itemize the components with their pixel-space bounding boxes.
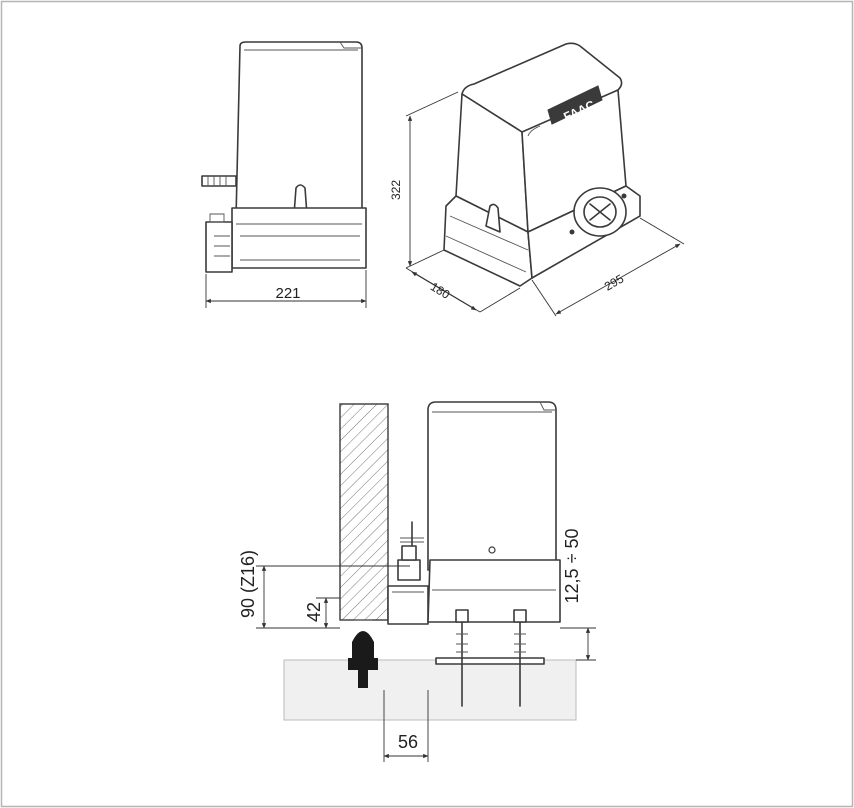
dim-label-56: 56 [398,732,418,752]
guide-rail [348,658,378,688]
dim-label-90-z16: 90 (Z16) [238,550,258,618]
anchor-bolt-left [455,609,469,707]
dim-label-295: 295 [602,271,627,293]
dim-iso-height: 322 [389,91,459,269]
dim-label-221: 221 [275,285,300,302]
isometric-view: FAAC [443,42,641,287]
dim-label-42: 42 [304,602,324,622]
dim-front-width: 221 [205,270,367,308]
dim-label-12-5-50: 12,5 ÷ 50 [562,529,582,604]
front-view [201,41,367,273]
dim-pinion-height: 42 [304,597,340,629]
gate-leaf [339,403,389,621]
anchor-bolt-right [513,609,527,707]
dim-offset: 56 [383,690,429,762]
dim-base-adjust: 12,5 ÷ 50 [560,529,596,661]
dim-label-322: 322 [389,180,403,200]
foundation-block [283,659,577,721]
motor-cover [427,401,557,571]
dim-rack-height: 90 (Z16) [238,550,410,629]
installation-view [283,401,577,721]
